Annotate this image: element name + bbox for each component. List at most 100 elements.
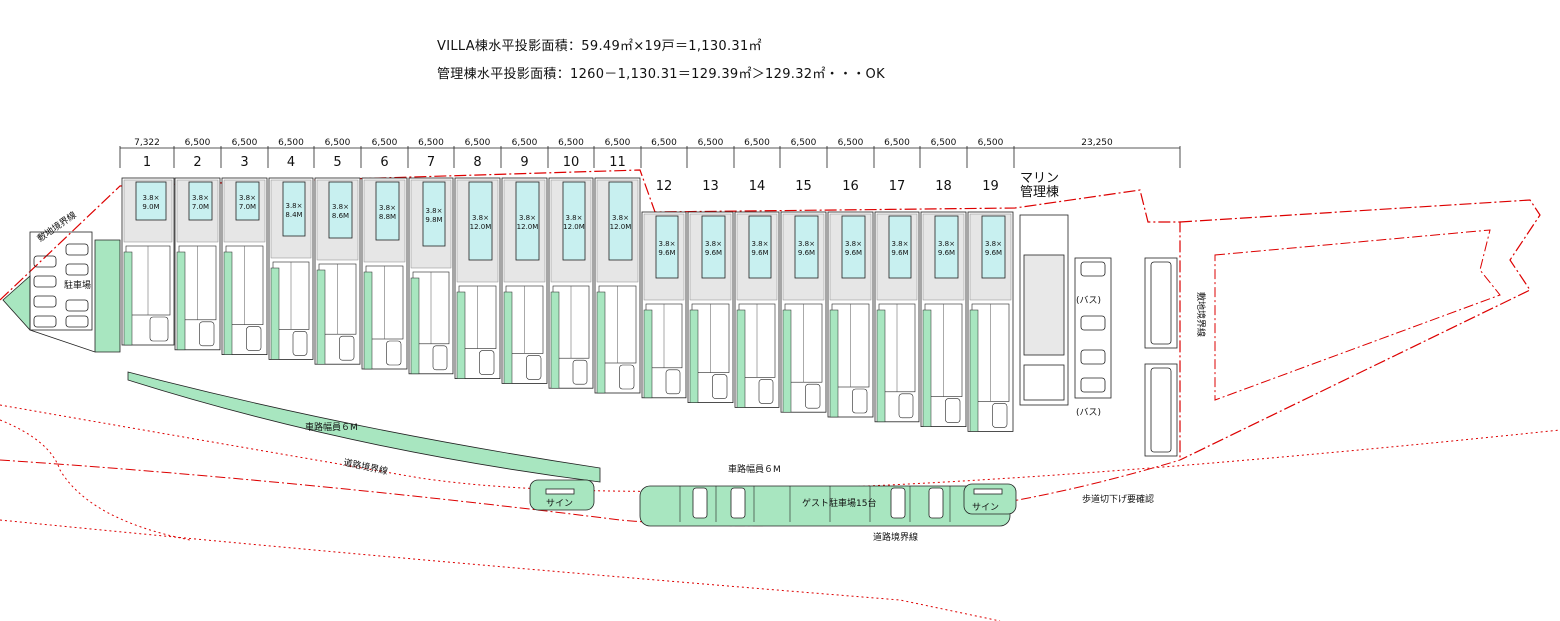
villa-units: 3.8×9.0M13.8×7.0M23.8×7.0M33.8×8.4M43.8×…: [121, 155, 1014, 432]
unit-green-strip: [410, 277, 420, 375]
pool-size-width: 3.8×: [938, 240, 955, 248]
dimension-label: 6,500: [465, 138, 491, 148]
unit-green-strip: [456, 291, 466, 379]
unit-parking-car: [852, 388, 868, 414]
pool-size-width: 3.8×: [566, 214, 583, 222]
unit-green-strip: [363, 271, 373, 370]
unit-parking-car: [992, 403, 1008, 428]
unit-number: 16: [842, 179, 859, 194]
road-boundary-left-curve: [0, 419, 191, 541]
unit-parking-car: [526, 355, 542, 380]
dimension-label: 6,500: [605, 138, 631, 148]
unit-number: 11: [609, 155, 626, 170]
site-boundary-right-line: [1179, 199, 1541, 461]
guest-parking-cars: [679, 486, 951, 522]
pool-size-width: 3.8×: [332, 203, 349, 211]
unit-green-strip: [969, 309, 979, 432]
pool-size-length: 9.6M: [705, 249, 722, 257]
unit-parking-car: [945, 398, 961, 423]
sign-left-label: サイン: [546, 498, 573, 509]
unit-green-strip: [316, 269, 326, 365]
unit-green-strip: [596, 291, 606, 394]
pool-size-width: 3.8×: [472, 214, 489, 222]
unit-number: 13: [702, 179, 719, 194]
unit-number: 10: [563, 155, 580, 170]
pool-size-length: 9.6M: [845, 249, 862, 257]
guest-parking-label: ゲスト駐車場15台: [802, 497, 876, 509]
dimension-label: 6,500: [418, 138, 444, 148]
unit-number: 4: [287, 155, 295, 170]
bus-label-lower: (バス): [1076, 407, 1101, 418]
unit-pool: [794, 215, 819, 279]
green-sign-left: [529, 479, 595, 511]
villa-unit-5: 3.8×8.6M: [314, 177, 361, 365]
pool-size-length: 9.8M: [425, 216, 442, 224]
road-width-center-label: 車路幅員６M: [728, 463, 781, 475]
pool-size-length: 8.8M: [379, 213, 396, 221]
dimension-ticks: [119, 146, 1181, 168]
unit-pool: [608, 181, 633, 261]
site-boundary-right-label: 敷地境界線: [1195, 292, 1207, 337]
pool-size-width: 3.8×: [143, 194, 160, 202]
pool-size-length: 12.0M: [517, 223, 539, 231]
parking-label: 駐車場: [64, 279, 91, 291]
guest-parking-car: [890, 487, 906, 519]
unit-green-strip: [176, 251, 186, 351]
unit-pool: [468, 181, 493, 261]
unit-green-strip: [829, 309, 839, 418]
unit-green-strip: [550, 291, 560, 389]
villa-unit-12: 3.8×9.6M: [641, 211, 687, 399]
dimension-label: 6,500: [651, 138, 677, 148]
villa-unit-11: 3.8×12.0M: [594, 177, 641, 394]
header-area-line-2: 管理棟水平投影面積：1260－1,130.31＝129.39㎡＞129.32㎡・…: [437, 67, 885, 82]
unit-pool: [375, 181, 400, 241]
pool-size-width: 3.8×: [985, 240, 1002, 248]
marine-label-line-2: 管理棟: [1020, 185, 1059, 200]
unit-parking-car: [149, 316, 169, 342]
unit-pool: [282, 181, 306, 237]
pool-size-length: 9.6M: [938, 249, 955, 257]
left-parking: [29, 231, 93, 331]
unit-pool: [515, 181, 540, 261]
unit-parking-car: [805, 383, 821, 409]
unit-pool: [655, 215, 679, 279]
unit-number: 3: [240, 155, 248, 170]
unit-parking-car: [339, 335, 355, 361]
unit-pool: [934, 215, 959, 279]
pool-size-width: 3.8×: [752, 240, 769, 248]
dimension-label: 6,500: [278, 138, 304, 148]
road-boundary-lines: [0, 169, 1560, 621]
pool-size-length: 9.6M: [891, 249, 908, 257]
road-width-left-label: 車路幅員６M: [305, 421, 358, 433]
pool-size-length: 8.4M: [285, 211, 302, 219]
dimension-label: 6,500: [791, 138, 817, 148]
pool-size-width: 3.8×: [286, 202, 303, 210]
dimension-label: 6,500: [232, 138, 258, 148]
pool-size-width: 3.8×: [892, 240, 909, 248]
pool-size-width: 3.8×: [426, 207, 443, 215]
dimension-label: 6,500: [372, 138, 398, 148]
sidewalk-note: 歩道切下げ要確認: [1082, 493, 1154, 505]
unit-number: 17: [889, 179, 906, 194]
unit-number: 6: [380, 155, 388, 170]
pool-size-width: 3.8×: [519, 214, 536, 222]
pool-size-length: 12.0M: [563, 223, 585, 231]
pool-size-length: 9.6M: [985, 249, 1002, 257]
bus-parking-area: [1074, 257, 1112, 399]
unit-number: 12: [656, 179, 673, 194]
unit-parking-car: [712, 374, 728, 399]
dimension-label: 6,500: [185, 138, 211, 148]
dimension-label: 6,500: [325, 138, 351, 148]
site-boundary-inner-right: [1214, 229, 1501, 401]
dimension-label: 6,500: [978, 138, 1004, 148]
villa-unit-3: 3.8×7.0M: [221, 177, 268, 356]
unit-pool: [188, 181, 213, 221]
villa-unit-10: 3.8×12.0M: [548, 177, 594, 389]
bus-label-upper: (バス): [1076, 295, 1101, 306]
unit-parking-car: [292, 331, 308, 356]
unit-pool: [981, 215, 1006, 279]
dimension-label: 23,250: [1081, 138, 1113, 148]
villa-unit-19: 3.8×9.6M: [967, 211, 1014, 432]
dimension-label: 6,500: [838, 138, 864, 148]
